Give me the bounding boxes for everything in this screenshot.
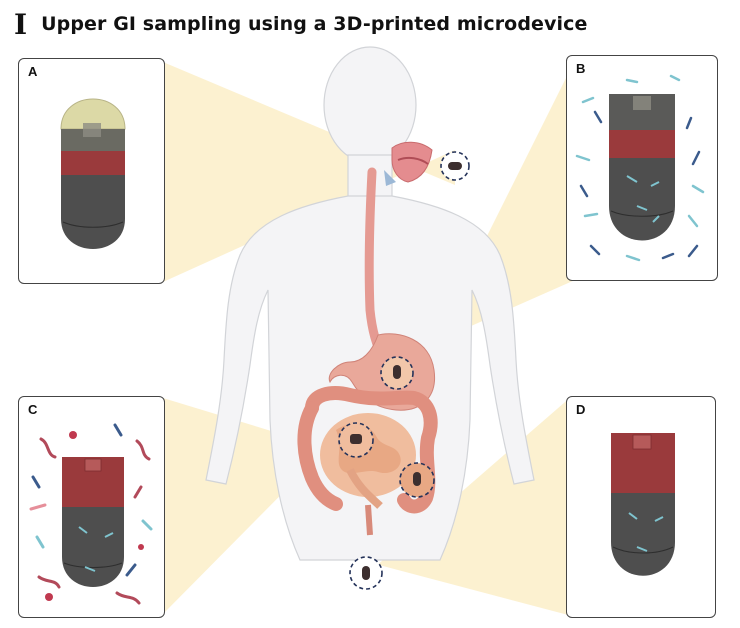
bacteria-icon — [575, 74, 705, 262]
panel-label: A — [28, 64, 38, 79]
oral-cavity — [384, 141, 433, 186]
panel-label: B — [576, 61, 586, 76]
figure-header: I Upper GI sampling using a 3D-printed m… — [14, 6, 587, 42]
panel-c: C — [18, 396, 165, 618]
figure-title: Upper GI sampling using a 3D-printed mic… — [41, 13, 588, 35]
bacteria-icon — [29, 423, 153, 605]
panel-b: B — [566, 55, 718, 281]
capsule-icon — [29, 423, 153, 605]
marker-colon — [399, 462, 435, 498]
panel-label: C — [28, 402, 38, 417]
beam-a — [163, 62, 455, 282]
figure-roman-numeral: I — [14, 7, 28, 41]
panel-a: A — [18, 58, 165, 284]
panel-d: D — [566, 396, 716, 618]
capsule-icon — [611, 433, 675, 576]
capsule-icon — [575, 74, 705, 262]
marker-rectum — [349, 556, 383, 590]
marker-small-intestine — [338, 422, 374, 458]
panel-label: D — [576, 402, 586, 417]
marker-mouth — [440, 151, 470, 181]
capsule-icon — [60, 98, 126, 249]
marker-stomach — [380, 356, 414, 390]
